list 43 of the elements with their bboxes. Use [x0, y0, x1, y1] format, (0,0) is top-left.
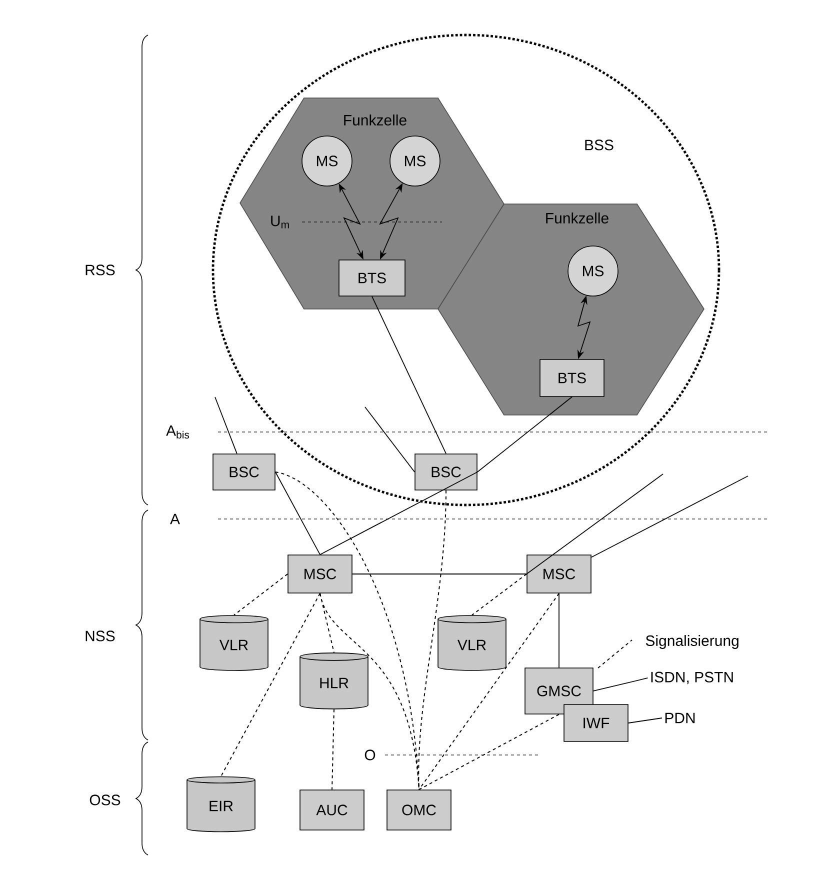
- signal-line: [418, 714, 560, 790]
- signal-line: [320, 592, 420, 790]
- signal-line: [418, 592, 560, 790]
- process-box: OMC: [386, 790, 452, 830]
- region-label: BSS: [585, 140, 614, 150]
- legend-text: Signalisierung: [646, 635, 738, 649]
- signal-line: [472, 574, 528, 616]
- network-label: ISDN, PSTN: [651, 672, 733, 684]
- interface-label: NSS: [86, 630, 115, 642]
- database-cylinder: VLR: [200, 615, 268, 671]
- connection-line: [364, 406, 416, 472]
- connection-line: [592, 678, 648, 692]
- process-box: BSC: [212, 454, 276, 490]
- connection-line: [628, 718, 662, 724]
- database-cylinder: VLR: [438, 615, 506, 671]
- interface-label: RSS: [86, 264, 115, 276]
- connection-line: [476, 396, 572, 472]
- process-box: MSC: [288, 554, 352, 594]
- process-box: AUC: [300, 790, 364, 830]
- interface-label: OSS: [90, 794, 120, 806]
- connection-line: [320, 472, 478, 556]
- network-label: PDN: [665, 712, 695, 724]
- connection-line: [214, 396, 238, 454]
- connection-line: [558, 592, 560, 668]
- signal-line: [220, 592, 320, 777]
- process-box: IWF: [564, 704, 628, 742]
- interface-label: U$_{m}$: [271, 216, 289, 228]
- database-cylinder: EIR: [186, 776, 256, 832]
- interface-label: A: [170, 514, 180, 524]
- connection-line: [526, 474, 664, 574]
- process-box: BTS: [540, 359, 604, 397]
- connection-line: [274, 472, 320, 556]
- connection-line: [372, 296, 446, 454]
- database-cylinder: HLR: [300, 652, 368, 710]
- signal-line: [332, 708, 334, 790]
- process-box: GMSC: [524, 668, 594, 714]
- interface-label: A$_{bis}$: [166, 425, 190, 439]
- process-box: BTS: [338, 260, 406, 296]
- interface-label: O: [364, 750, 376, 760]
- signal-line: [234, 574, 288, 616]
- process-box: BSC: [414, 454, 478, 490]
- connection-line: [590, 476, 748, 558]
- process-box: MSC: [526, 554, 592, 594]
